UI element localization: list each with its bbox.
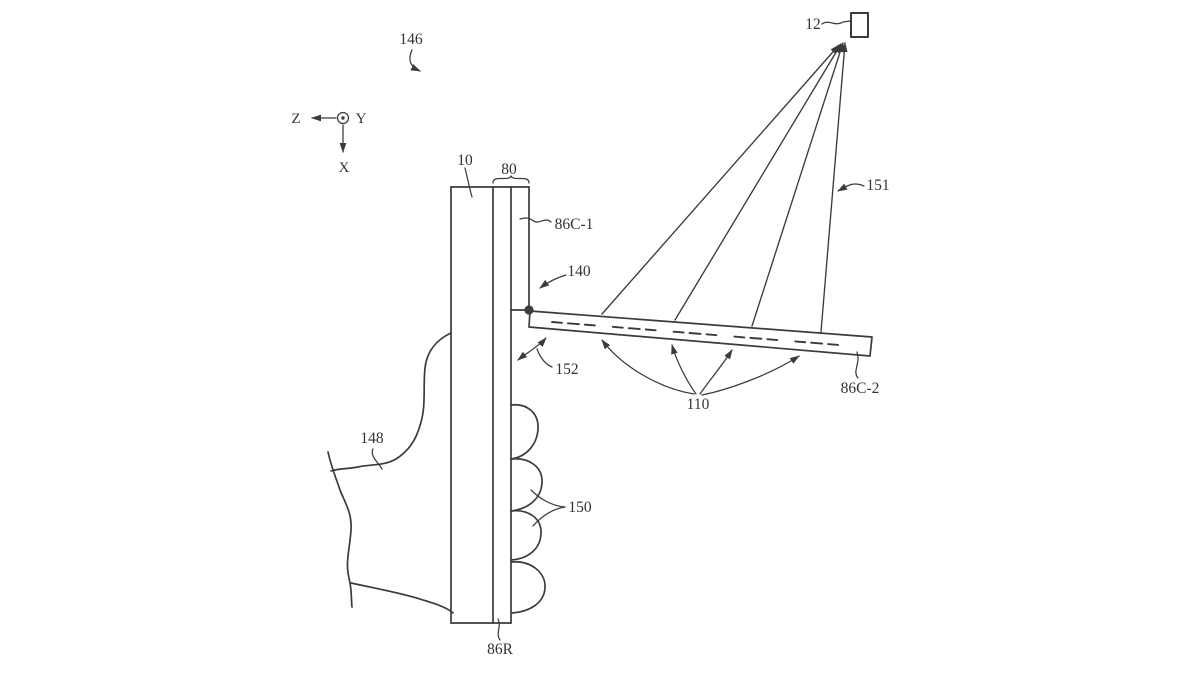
axis-label-z: Z — [291, 111, 300, 127]
leader-86c1 — [519, 217, 552, 223]
y-axis-dot — [341, 116, 345, 120]
hinge-pivot-dot — [524, 305, 534, 315]
ref-label-151: 151 — [866, 177, 889, 194]
callout-86r: 86R — [487, 618, 514, 658]
thumb-and-hand-top-edge — [330, 332, 452, 472]
ref-label-12: 12 — [805, 16, 821, 33]
ref-label-86c1: 86C-1 — [555, 216, 594, 233]
ref-label-10: 10 — [457, 152, 473, 169]
hand-bottom-edge — [350, 582, 454, 614]
leader-86c2 — [855, 351, 859, 379]
callout-110: 110 — [601, 339, 800, 413]
fingertips — [510, 403, 546, 614]
leader-110-1 — [601, 339, 695, 395]
callout-80: 80 — [492, 161, 530, 184]
callout-150: 150 — [530, 489, 592, 527]
ref-label-86r: 86R — [487, 641, 514, 658]
axis-label-y: Y — [356, 111, 367, 127]
leader-151 — [837, 183, 865, 192]
rotation-arrow-152 — [517, 337, 547, 361]
ref-label-150: 150 — [568, 499, 592, 516]
remote-device-12: 12 — [805, 12, 869, 38]
fingertip-3 — [510, 509, 542, 561]
ref-label-140: 140 — [567, 263, 591, 280]
ray-2 — [674, 43, 842, 321]
leader-140 — [539, 274, 567, 289]
leader-150-lower — [532, 506, 566, 527]
callout-86c1: 86C-1 — [519, 216, 594, 233]
ref-label-152: 152 — [555, 361, 578, 378]
fingertip-4 — [510, 561, 546, 614]
callout-140: 140 — [539, 263, 591, 289]
leader-148 — [371, 448, 383, 470]
flap-86c2-dashed-centerline — [551, 321, 853, 347]
flap-86c2 — [524, 305, 873, 357]
ref-label-110: 110 — [687, 396, 710, 413]
coordinate-axes: Z Y X — [291, 111, 366, 176]
leader-10 — [464, 167, 473, 198]
callout-148: 148 — [360, 430, 384, 470]
y-axis-out-of-plane-icon — [336, 111, 350, 125]
callout-151: 151 — [837, 177, 890, 194]
leader-110-3 — [699, 349, 733, 395]
leader-110-2 — [671, 344, 697, 395]
device-body — [450, 186, 530, 624]
axis-label-x: X — [339, 160, 350, 176]
leader-152 — [536, 348, 553, 368]
callout-146: 146 — [399, 31, 423, 72]
device-12-box — [850, 12, 869, 38]
ref-label-146: 146 — [399, 31, 423, 48]
ref-label-80: 80 — [501, 161, 517, 178]
leader-150-upper — [530, 489, 566, 508]
ray-4 — [820, 42, 848, 333]
leader-12 — [821, 20, 851, 25]
leader-86r — [497, 618, 501, 641]
callout-152: 152 — [517, 337, 579, 378]
hand-outline — [327, 332, 454, 614]
light-rays — [601, 42, 848, 333]
callout-86c2: 86C-2 — [841, 351, 880, 397]
callout-10: 10 — [457, 152, 473, 198]
ray-3 — [751, 42, 844, 327]
ray-1 — [601, 44, 840, 315]
leader-110-4 — [701, 355, 800, 396]
hand-left-edge — [327, 451, 353, 608]
leader-146 — [409, 49, 421, 72]
fingertip-1 — [510, 403, 539, 460]
brace-80 — [492, 175, 530, 184]
ref-label-148: 148 — [360, 430, 384, 447]
fingertip-2 — [510, 457, 543, 512]
ref-label-86c2: 86C-2 — [841, 380, 880, 397]
